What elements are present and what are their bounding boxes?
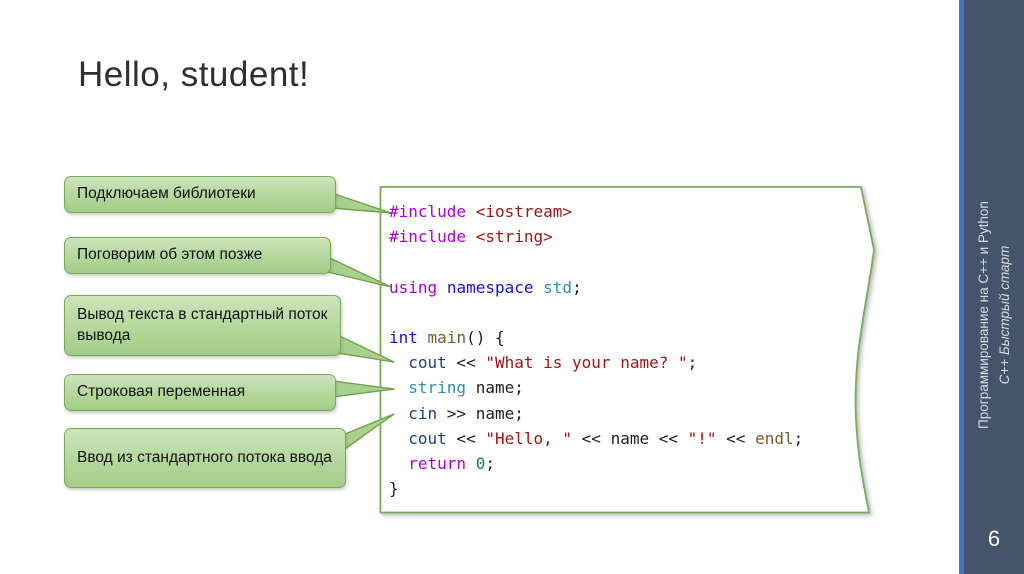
callout-label: Поговорим об этом позже bbox=[77, 246, 263, 264]
callout-talk-later: Поговорим об этом позже bbox=[64, 237, 331, 274]
callout-label: Подключаем библиотеки bbox=[77, 185, 256, 203]
callout-label: Строковая переменная bbox=[77, 383, 246, 401]
code-line: int main() { bbox=[389, 328, 505, 348]
code-line: string name; bbox=[389, 378, 524, 398]
sidebar bbox=[964, 0, 1024, 574]
slide-title: Hello, student! bbox=[78, 55, 310, 94]
code-line: cin >> name; bbox=[389, 403, 524, 423]
sidebar-accent-line bbox=[959, 0, 964, 574]
code-line: cout << "What is your name? "; bbox=[389, 353, 698, 373]
code-line bbox=[389, 249, 803, 274]
callout-stdout: Вывод текста в стандартный поток вывода bbox=[64, 295, 341, 356]
code-line: } bbox=[389, 479, 399, 499]
sidebar-vertical-text: Программирование на C++ и Python C++ Быс… bbox=[972, 145, 1016, 485]
callout-label: Вывод текста в стандартный поток вывода bbox=[77, 306, 328, 344]
callout-stdin: Ввод из стандартного потока ввода bbox=[64, 428, 346, 488]
code-panel-background bbox=[379, 186, 875, 514]
code-line: cout << "Hello, " << name << "!" << endl… bbox=[389, 428, 804, 448]
code-line: using namespace std; bbox=[389, 277, 582, 297]
code-line: return 0; bbox=[389, 454, 495, 474]
callout-string-variable: Строковая переменная bbox=[64, 374, 336, 411]
callout-include-libraries: Подключаем библиотеки bbox=[64, 176, 336, 213]
code-line: #include <string> bbox=[389, 227, 553, 247]
code-line: #include <iostream> bbox=[389, 202, 573, 221]
course-subtitle: C++ Быстрый старт bbox=[997, 245, 1012, 385]
code-block: #include <iostream> #include <string> usi… bbox=[389, 199, 803, 501]
callout-label: Ввод из стандартного потока ввода bbox=[77, 448, 332, 466]
course-title: Программирование на C++ и Python bbox=[976, 201, 991, 429]
page-number: 6 bbox=[987, 526, 1001, 551]
code-line bbox=[389, 300, 803, 325]
